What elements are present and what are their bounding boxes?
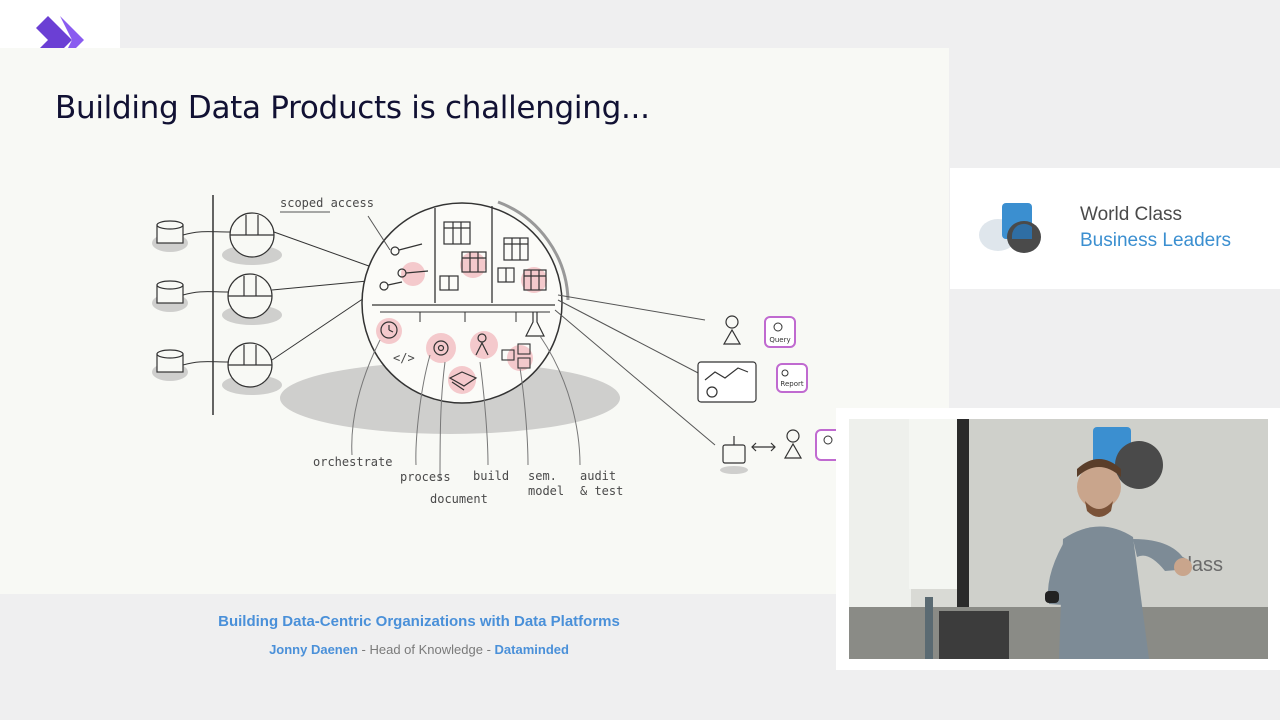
sponsor-name-line2: Business Leaders <box>1080 230 1232 251</box>
source-database-icons <box>152 220 188 381</box>
data-product-diagram: </> scoped access orchestrate process do… <box>152 195 840 506</box>
robot-icon <box>720 436 748 474</box>
svg-text:Report: Report <box>780 380 803 388</box>
separator: - <box>357 642 370 657</box>
consumer-person-icon <box>722 315 742 345</box>
analyst-person-icon <box>783 429 803 459</box>
builder-icon <box>475 333 489 356</box>
clock-icon <box>380 321 398 339</box>
flask-icon <box>525 312 545 337</box>
model-label: model <box>528 484 564 498</box>
sponsor-logo-panel: World Class Business Leaders <box>950 168 1280 289</box>
sem-label: sem. <box>528 469 557 483</box>
source-system-pods <box>222 212 282 395</box>
orchestrate-label: orchestrate <box>313 455 392 469</box>
book-icon <box>448 371 478 391</box>
speaker-credit: Jonny Daenen - Head of Knowledge - Datam… <box>0 642 838 657</box>
semantic-model-icon <box>501 343 531 369</box>
build-label: build <box>473 469 509 483</box>
slide-title: Building Data Products is challenging... <box>55 90 650 126</box>
speech-bubbles-logo-icon <box>979 203 1041 253</box>
separator: - <box>482 642 495 657</box>
dashboard-icon <box>697 361 757 403</box>
speaker-role: Head of Knowledge <box>369 642 483 657</box>
sponsor-name-line1: World Class <box>1080 204 1183 225</box>
scoped-access-label: scoped access <box>280 196 374 210</box>
document-label: document <box>430 492 488 506</box>
test-label: & test <box>580 484 623 498</box>
report-tile: Report <box>776 363 808 393</box>
gear-icon <box>433 340 449 356</box>
svg-text:Query: Query <box>769 336 790 344</box>
speaker-video-frame: Class <box>849 419 1268 659</box>
speaker-name: Jonny Daenen <box>269 642 358 657</box>
code-icon: </> <box>393 351 415 365</box>
audit-label: audit <box>580 469 616 483</box>
data-product-bubble: </> <box>361 200 570 404</box>
query-tile: Query <box>764 316 796 348</box>
speaker-camera-panel: Class <box>836 408 1280 670</box>
speaker-company: Dataminded <box>494 642 569 657</box>
table-icons <box>439 221 547 291</box>
talk-title: Building Data-Centric Organizations with… <box>218 613 620 630</box>
process-label: process <box>400 470 451 484</box>
key-icons <box>379 243 429 291</box>
query-tile-partial <box>815 429 840 461</box>
